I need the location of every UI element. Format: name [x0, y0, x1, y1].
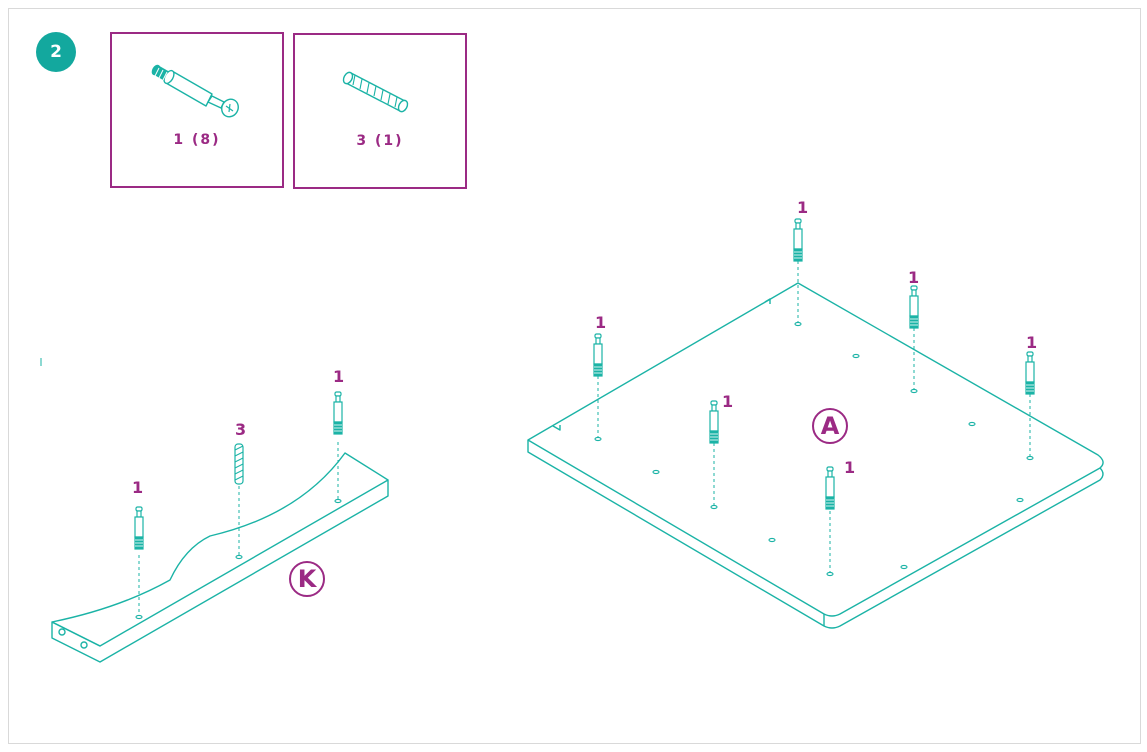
callout-part-number: 1 — [722, 392, 734, 411]
part-box-cam-bolt: 1 (8) — [110, 32, 284, 188]
cam-bolt-icon — [333, 391, 343, 435]
cam-bolt-icon — [793, 218, 803, 262]
part-box-dowel: 3 (1) — [293, 33, 467, 189]
part-count-label: 3 (1) — [356, 133, 404, 149]
callout-part-number: 1 — [844, 458, 856, 477]
cam-bolt-icon — [909, 285, 919, 329]
wooden-dowel-icon — [342, 71, 409, 113]
panel-label-a: A — [812, 408, 848, 444]
callout-part-number: 1 — [595, 313, 607, 332]
panel-label-k: K — [289, 561, 325, 597]
hole-marker — [334, 498, 342, 504]
hole-marker — [135, 614, 143, 620]
cam-bolt-icon — [1025, 351, 1035, 395]
step-number-badge: 2 — [36, 32, 76, 72]
panel-a-dashes — [597, 255, 1031, 572]
diagram-frame — [8, 8, 1141, 744]
callout-part-number: 1 — [797, 198, 809, 217]
cam-bolt-icon — [134, 506, 144, 550]
part-count-label: 1 (8) — [173, 132, 221, 148]
panel-k-drawing — [51, 452, 389, 663]
callout-part-number: 1 — [333, 367, 345, 386]
cam-bolt-icon — [151, 64, 239, 118]
panel-k-holes — [138, 442, 339, 616]
callout-part-number: 1 — [132, 478, 144, 497]
callout-part-number: 1 — [908, 268, 920, 287]
callout-part-number: 1 — [1026, 333, 1038, 352]
wooden-dowel-icon — [234, 443, 244, 485]
callout-part-number: 3 — [235, 420, 247, 439]
panel-a-drawing — [527, 282, 1104, 629]
hole-marker — [235, 554, 243, 560]
cam-bolt-icon — [593, 333, 603, 377]
